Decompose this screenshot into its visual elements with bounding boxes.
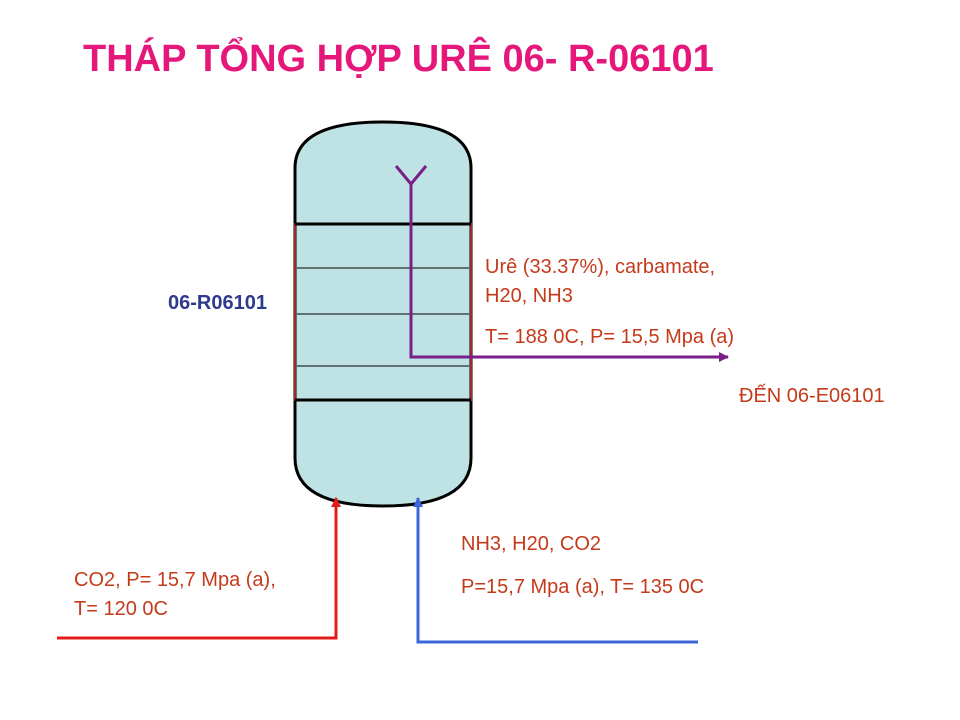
co2-inlet-line1: CO2, P= 15,7 Mpa (a), xyxy=(74,569,276,591)
outlet-funnel-right xyxy=(409,165,428,185)
outlet-composition-line2: H20, NH3 xyxy=(485,285,573,307)
outlet-pipe xyxy=(409,182,729,362)
co2-inlet-line2: T= 120 0C xyxy=(74,598,168,620)
outlet-destination: ĐẾN 06-E06101 xyxy=(739,385,885,407)
outlet-funnel-left xyxy=(394,165,413,185)
nh3-inlet-line2: P=15,7 Mpa (a), T= 135 0C xyxy=(461,576,705,598)
nh3-inlet-line1: NH3, H20, CO2 xyxy=(461,533,602,555)
outlet-conditions: T= 188 0C, P= 15,5 Mpa (a) xyxy=(485,326,735,348)
nh3-inlet-pipe xyxy=(413,497,698,644)
outlet-composition-line1: Urê (33.37%), carbamate, xyxy=(485,256,716,278)
page-title: THÁP TỔNG HỢP URÊ 06- R-06101 xyxy=(83,38,714,80)
co2-inlet-pipe xyxy=(57,497,341,640)
reactor-tag-label: 06-R06101 xyxy=(168,292,267,314)
